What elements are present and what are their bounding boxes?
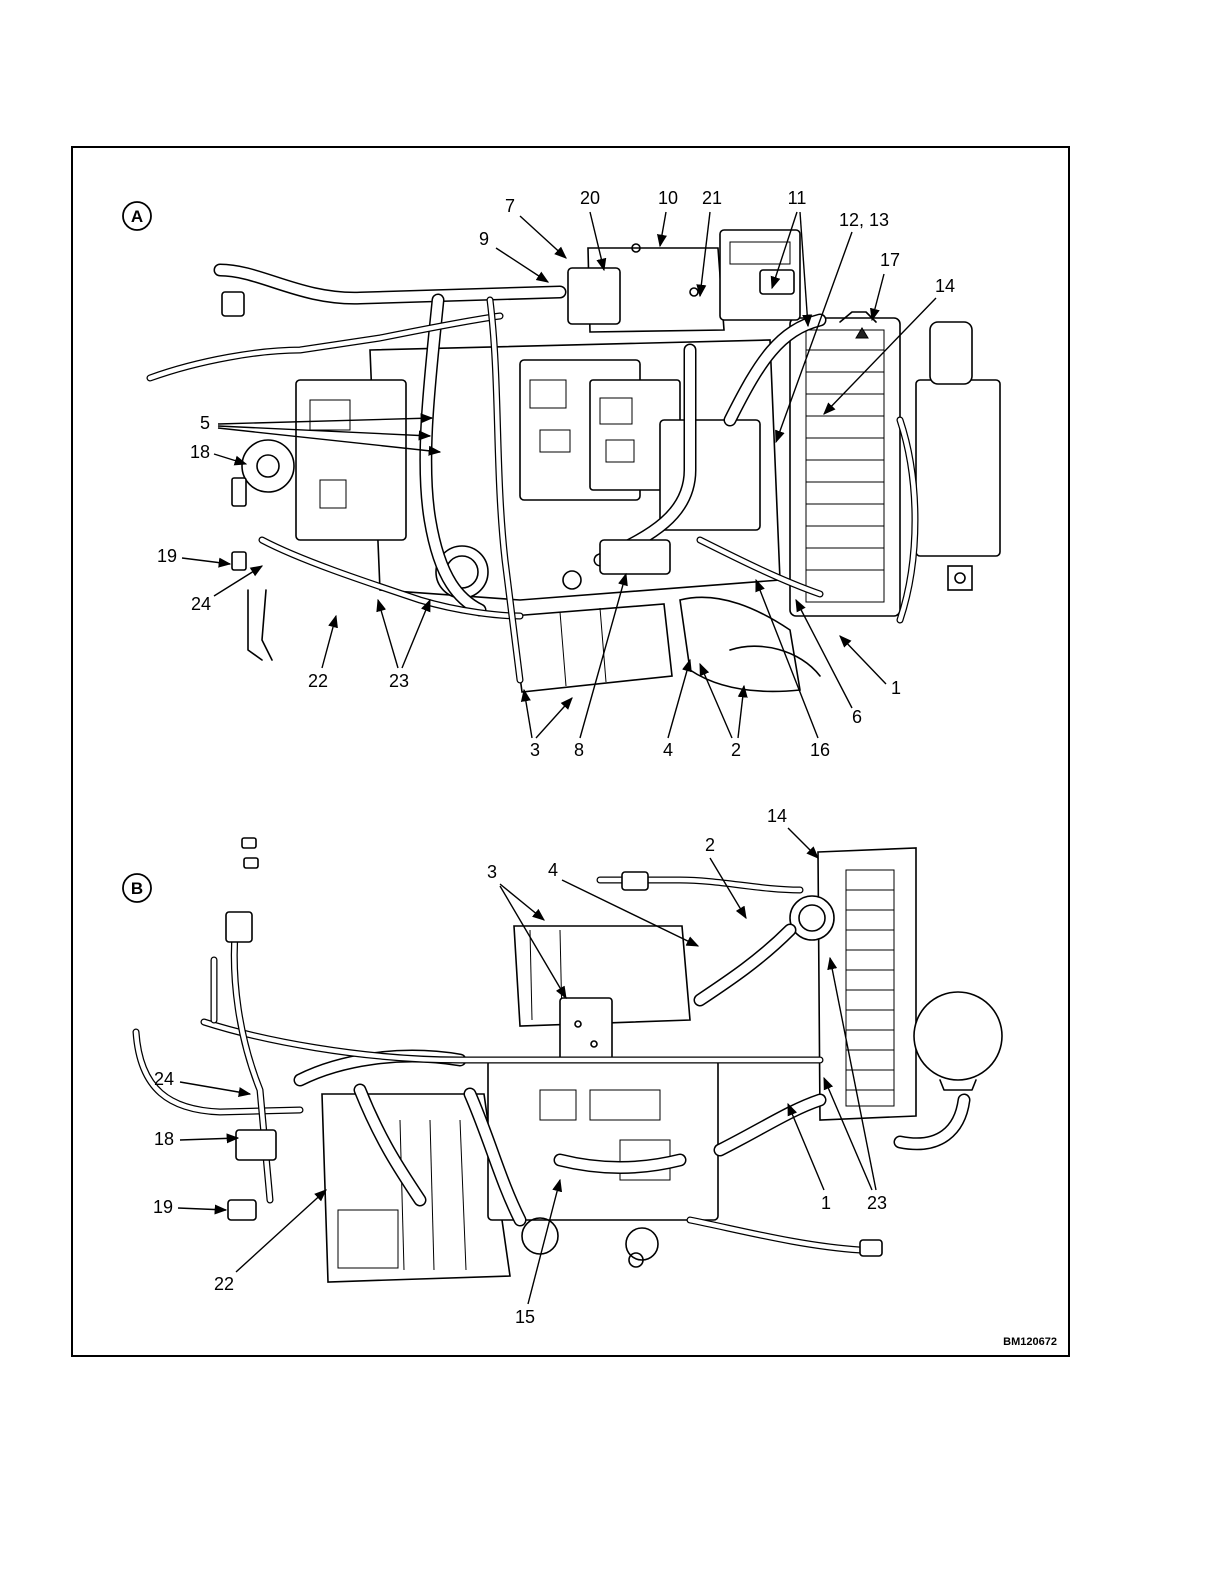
callout-a-10: 10	[658, 188, 678, 208]
callout-a-16: 16	[810, 740, 830, 760]
view-a-letter-badge: A	[123, 202, 151, 230]
callout-a-21: 21	[702, 188, 722, 208]
view-b: B	[123, 806, 1002, 1327]
callout-a-18: 18	[190, 442, 210, 462]
callout-b-3: 3	[487, 862, 497, 882]
callout-a-6: 6	[852, 707, 862, 727]
callout-a-4: 4	[663, 740, 673, 760]
callout-b-19: 19	[153, 1197, 173, 1217]
callout-b-24: 24	[154, 1069, 174, 1089]
callout-a-20: 20	[580, 188, 600, 208]
callout-a-3: 3	[530, 740, 540, 760]
callout-a-8: 8	[574, 740, 584, 760]
view-a-letter: A	[131, 207, 143, 226]
callout-a-19: 19	[157, 546, 177, 566]
callout-a-14: 14	[935, 276, 955, 296]
callout-b-4: 4	[548, 860, 558, 880]
callout-b-14: 14	[767, 806, 787, 826]
view-b-letter: B	[131, 879, 143, 898]
callout-b-1: 1	[821, 1193, 831, 1213]
view-b-letter-badge: B	[123, 874, 151, 902]
callout-b-2: 2	[705, 835, 715, 855]
callout-b-22: 22	[214, 1274, 234, 1294]
callout-a-9: 9	[479, 229, 489, 249]
callout-a-23: 23	[389, 671, 409, 691]
view-a-engine-illustration	[150, 230, 1000, 692]
callout-a-11: 11	[788, 188, 807, 208]
callout-a-24: 24	[191, 594, 211, 614]
callout-a-12-13: 12, 13	[839, 210, 889, 230]
figure-id-label: BM120672	[1003, 1336, 1057, 1348]
view-a: A	[123, 188, 1000, 760]
callout-b-15: 15	[515, 1307, 535, 1327]
callout-b-23: 23	[867, 1193, 887, 1213]
callout-a-17: 17	[880, 250, 900, 270]
callout-a-7: 7	[505, 196, 515, 216]
callout-a-5: 5	[200, 413, 210, 433]
callout-b-18: 18	[154, 1129, 174, 1149]
callout-a-1: 1	[891, 678, 901, 698]
callout-a-2: 2	[731, 740, 741, 760]
view-b-engine-illustration	[136, 838, 1002, 1282]
callout-a-22: 22	[308, 671, 328, 691]
